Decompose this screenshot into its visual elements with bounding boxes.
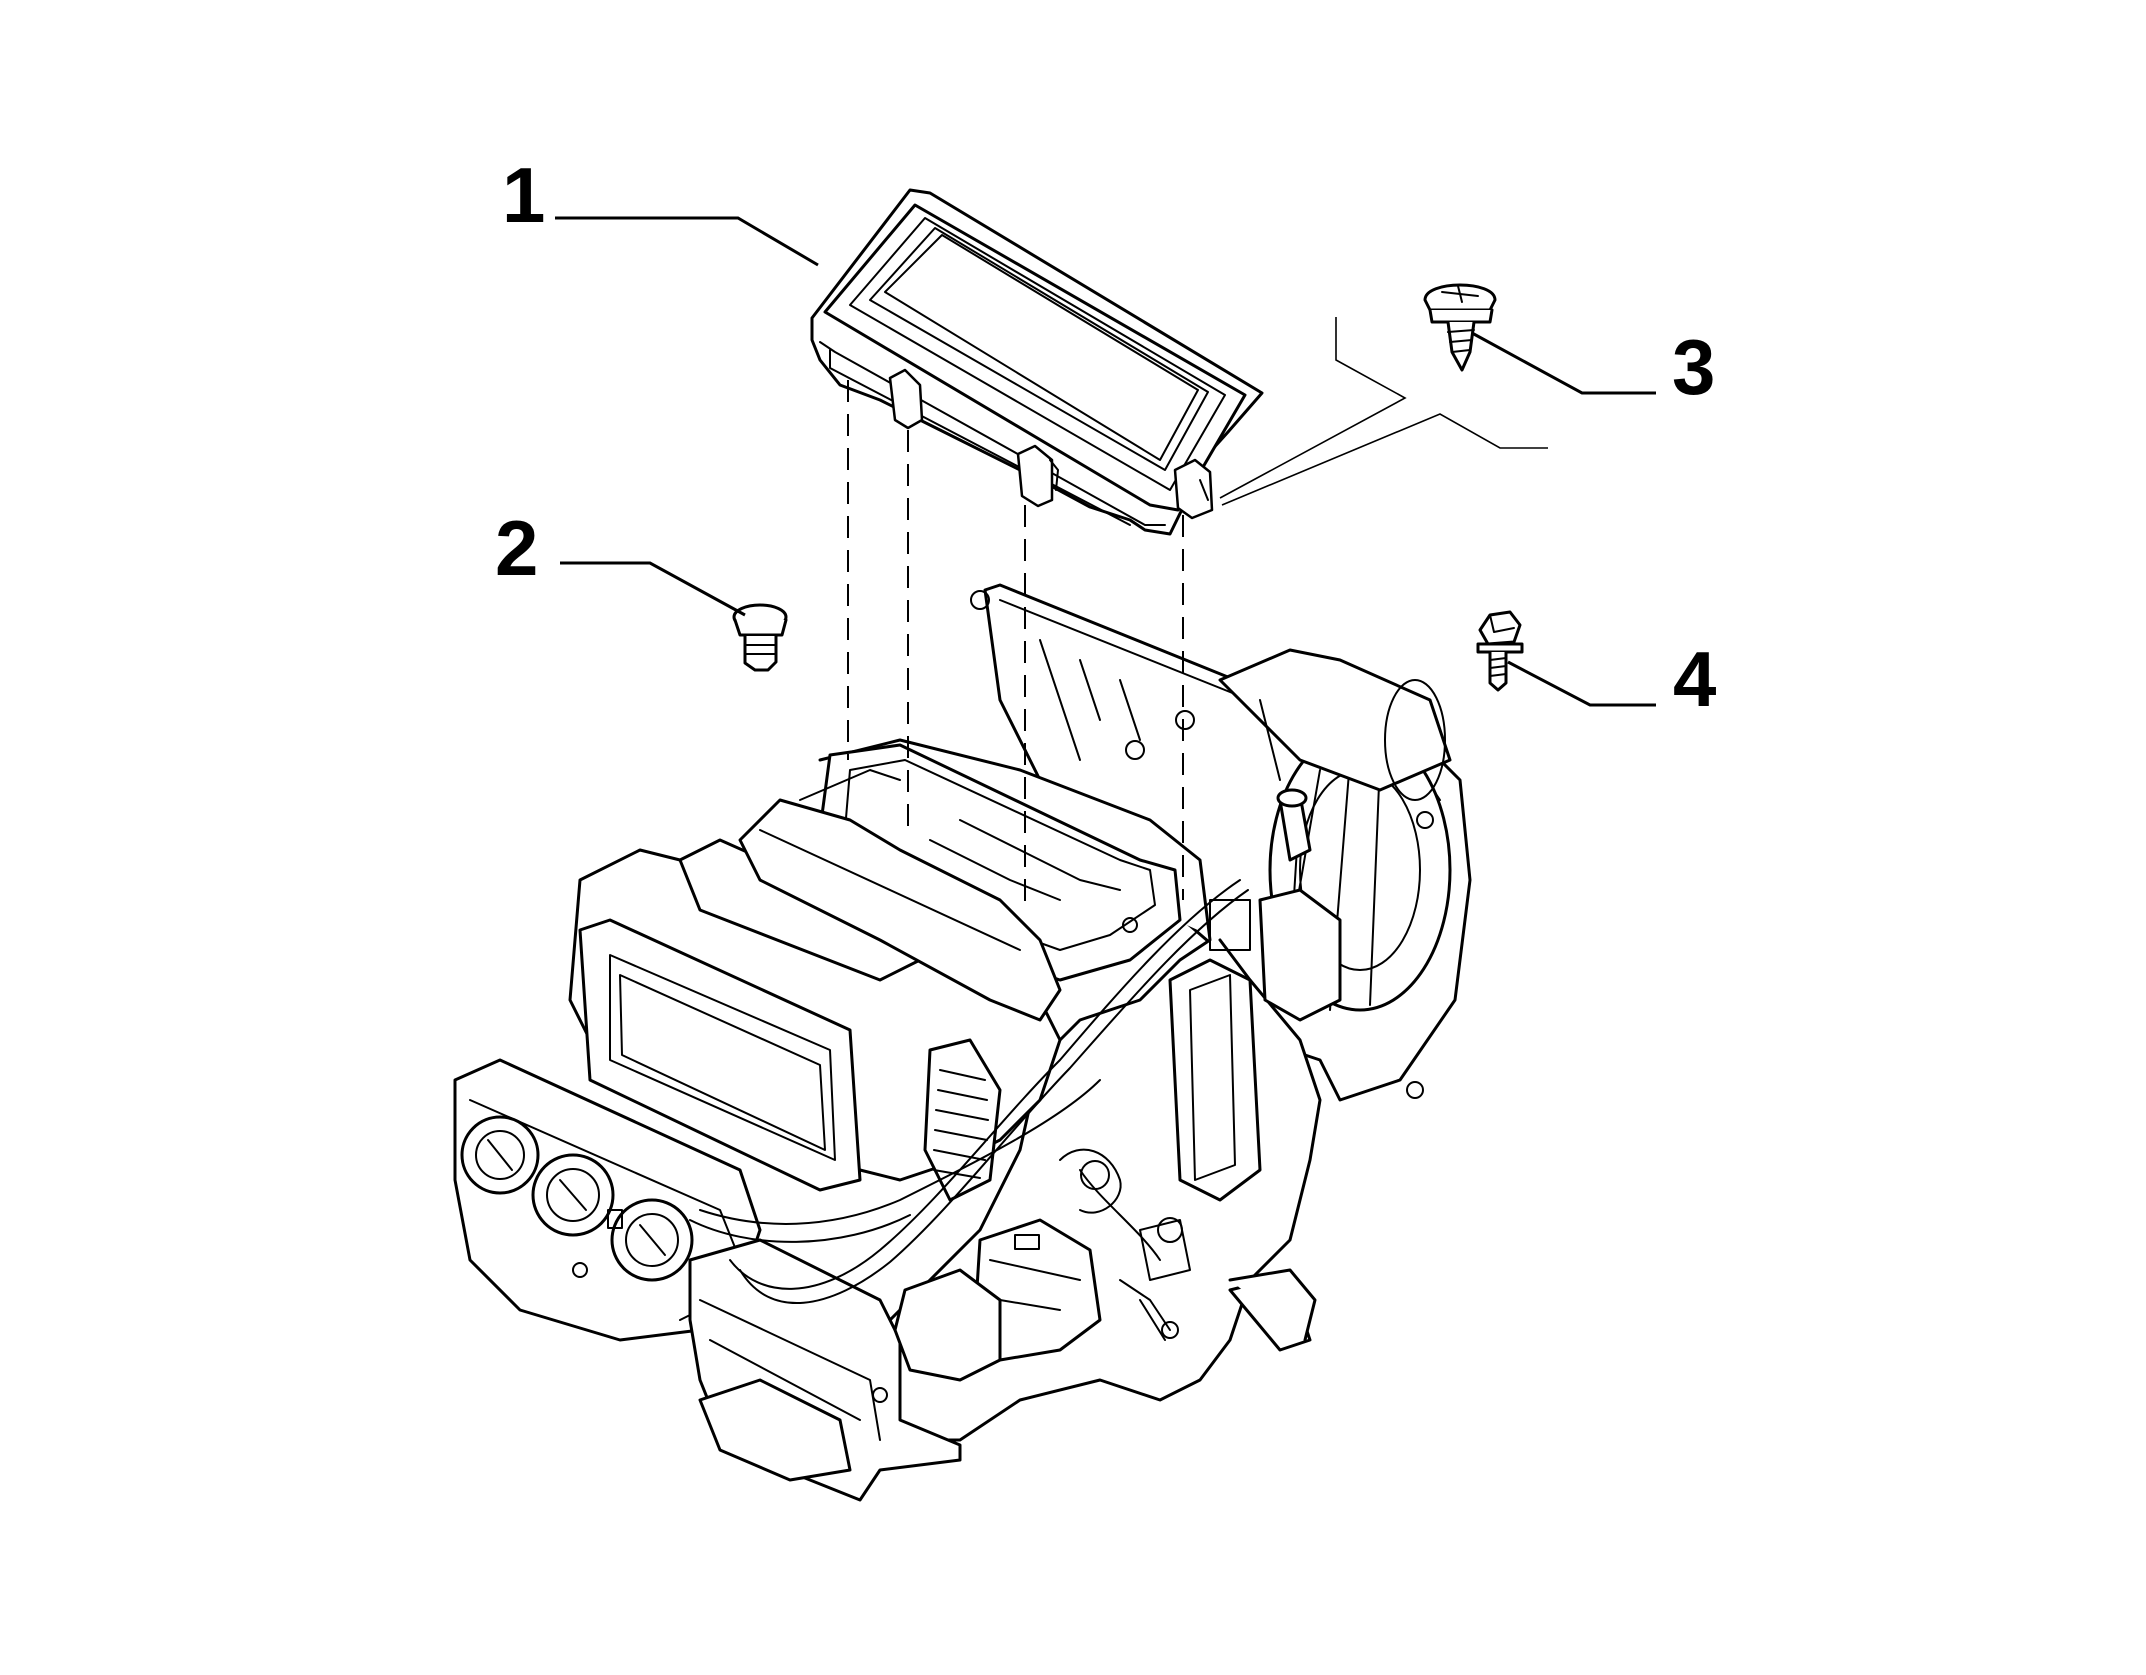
- push-clip-part-2: [732, 603, 788, 672]
- leader-line-4: [1507, 660, 1656, 707]
- leader-line-2: [560, 561, 746, 617]
- self-tapping-screw-part-3: [1423, 283, 1497, 372]
- callout-number-2: 2: [495, 504, 538, 592]
- assembly-guide-lines: [847, 380, 1184, 905]
- leader-lines: [555, 216, 1656, 707]
- leader-line-3: [1471, 331, 1656, 395]
- hex-bolt-part-4: [1476, 610, 1524, 692]
- callout-number-3: 3: [1672, 323, 1715, 411]
- callout-number-4: 4: [1673, 635, 1716, 723]
- screw-3-guide-lines: [1219, 317, 1548, 506]
- filter-frame-part-1: [810, 188, 1264, 536]
- leader-line-1: [555, 216, 819, 267]
- hvac-assembly-drawing: [453, 583, 1472, 1502]
- callout-number-1: 1: [502, 151, 545, 239]
